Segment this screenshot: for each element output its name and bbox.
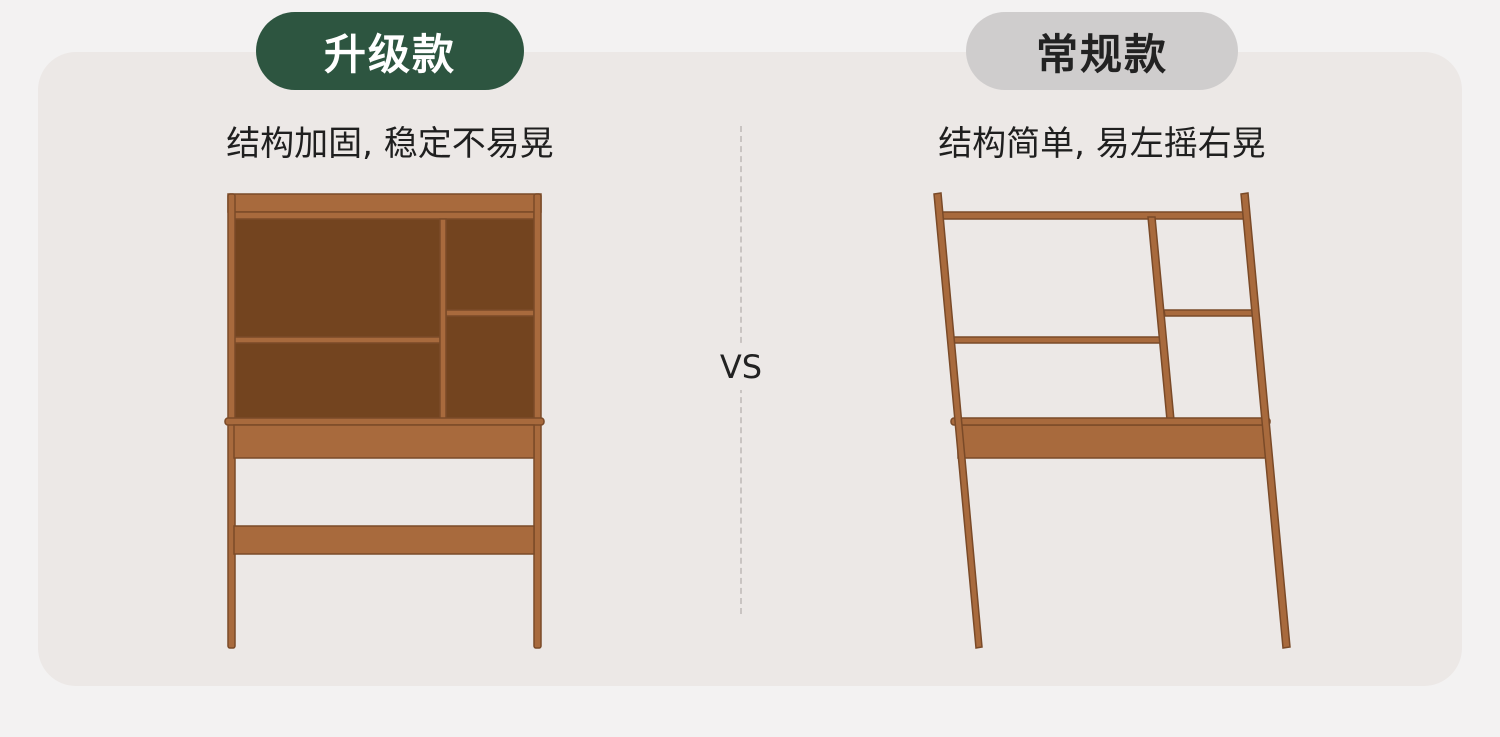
hutch-divider (1147, 216, 1175, 421)
left-leg (933, 192, 983, 649)
upgrade-caption: 结构加固, 稳定不易晃 (226, 124, 554, 164)
desk-apron (957, 424, 1269, 459)
regular-badge: 常规款 (966, 12, 1238, 90)
desk-top (950, 417, 1271, 426)
hutch-top-rail (233, 211, 535, 220)
upgrade-desk-illustration (224, 193, 545, 649)
desk-apron (233, 424, 535, 459)
right-leg (1240, 192, 1291, 649)
regular-caption: 结构简单, 易左摇右晃 (938, 124, 1266, 164)
upgrade-badge: 升级款 (256, 12, 524, 90)
regular-badge-label: 常规款 (1035, 29, 1168, 79)
hutch-back-panel-small-top (445, 218, 535, 311)
hutch-shelf-right (445, 309, 535, 317)
hutch-divider (439, 218, 447, 420)
middle-shelf (952, 336, 1163, 344)
desk-top (224, 417, 545, 426)
small-shelf (1163, 309, 1255, 317)
hutch-back-panel-small-bottom (445, 315, 535, 419)
hutch-back-panel-large-top (233, 218, 441, 338)
vs-label: VS (719, 344, 763, 390)
hutch-top-board (227, 193, 542, 213)
lower-stretcher (233, 525, 535, 555)
upgrade-badge-label: 升级款 (323, 29, 456, 79)
hutch-shelf-left (233, 336, 441, 344)
hutch-back-panel-large-bottom (233, 342, 441, 419)
top-rail (939, 211, 1247, 220)
regular-desk-illustration (933, 192, 1291, 649)
